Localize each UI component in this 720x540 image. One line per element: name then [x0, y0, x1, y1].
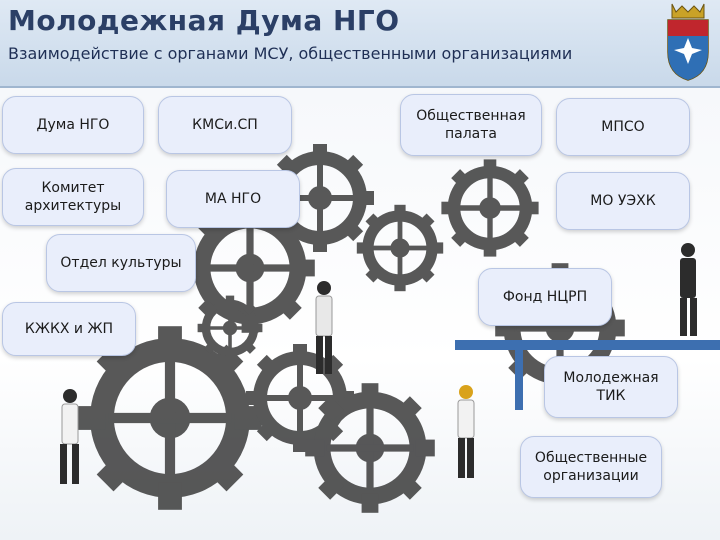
- header: Молодежная Дума НГО Взаимодействие с орг…: [0, 0, 720, 88]
- gear-icon: [198, 296, 263, 361]
- page-subtitle: Взаимодействие с органами МСУ, обществен…: [8, 44, 573, 63]
- gear-icon: [441, 159, 538, 256]
- box-culture-department: Отдел культуры: [46, 234, 196, 292]
- city-emblem-icon: [667, 3, 709, 81]
- box-fond-ncrp: Фонд НЦРП: [478, 268, 612, 326]
- box-duma-ngo: Дума НГО: [2, 96, 144, 154]
- gear-icon: [357, 205, 443, 291]
- gear-icon: [305, 383, 435, 513]
- box-public-chamber: Общественная палата: [400, 94, 542, 156]
- page-title: Молодежная Дума НГО: [8, 4, 400, 37]
- gear-scene: Дума НГО КМСи.СП Общественная палата МПС…: [0, 88, 720, 540]
- box-mpso: МПСО: [556, 98, 690, 156]
- gears-illustration: [60, 88, 720, 540]
- gear-icon: [246, 344, 354, 452]
- box-ma-ngo: МА НГО: [166, 170, 300, 228]
- box-kzhkh-zhp: КЖКХ и ЖП: [2, 302, 136, 356]
- box-public-organizations: Общественные организации: [520, 436, 662, 498]
- box-kmsisp: КМСи.СП: [158, 96, 292, 154]
- box-youth-tik: Молодежная ТИК: [544, 356, 678, 418]
- box-architecture-committee: Комитет архитектуры: [2, 168, 144, 226]
- box-mo-uehk: МО УЭХК: [556, 172, 690, 230]
